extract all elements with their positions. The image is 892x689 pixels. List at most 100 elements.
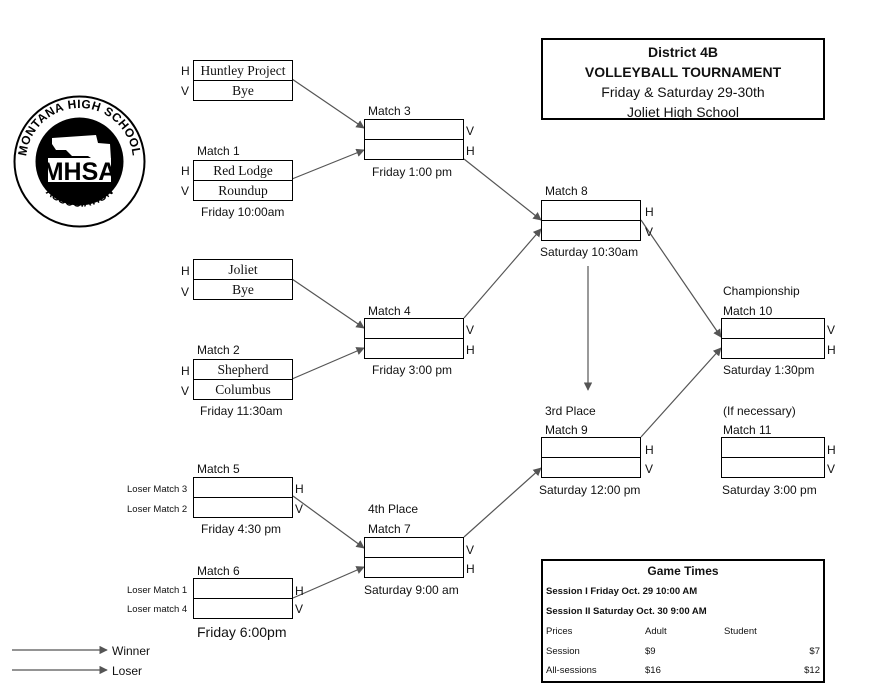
match11-label: Match 11 xyxy=(723,423,772,437)
match3-label: Match 3 xyxy=(368,104,411,118)
prices-header: Prices xyxy=(546,626,573,637)
tournament-venue: Joliet High School xyxy=(626,104,740,120)
match10-v-slot xyxy=(721,318,825,339)
match11-time: Saturday 3:00 pm xyxy=(722,483,817,497)
logo-center-text: MHSA xyxy=(43,158,117,186)
student-header: Student xyxy=(724,626,757,637)
team-slot-bye-1: Bye xyxy=(193,80,293,101)
match8-v-slot xyxy=(541,220,641,241)
match9-v-slot xyxy=(541,457,641,478)
match7-v-slot xyxy=(364,537,464,558)
v-indicator: V xyxy=(827,323,836,337)
price-row-student: $7 xyxy=(809,646,820,657)
match10-time: Saturday 1:30pm xyxy=(723,363,815,377)
match11-v-slot xyxy=(721,457,825,478)
team-slot-bye-2: Bye xyxy=(193,279,293,300)
match11-h-slot xyxy=(721,437,825,458)
h-indicator: H xyxy=(466,144,475,158)
connector-match1-to-match3 xyxy=(291,148,365,180)
v-indicator: V xyxy=(295,602,304,616)
connector-match6-to-match7 xyxy=(292,566,365,599)
h-indicator: H xyxy=(645,205,654,219)
price-row-adult: $9 xyxy=(645,646,656,657)
match8-h-slot xyxy=(541,200,641,221)
team-slot-shepherd: Shepherd xyxy=(193,359,293,380)
mhsa-logo: MONTANA HIGH SCHOOL ASSOCIATION MHSA xyxy=(13,95,146,228)
h-indicator: H xyxy=(181,364,190,378)
h-indicator: H xyxy=(645,443,654,457)
match5-top-source: Loser Match 3 xyxy=(127,484,188,495)
match4-v-slot xyxy=(364,318,464,339)
game-times-title: Game Times xyxy=(647,564,719,578)
h-indicator: H xyxy=(181,164,190,178)
match8-time: Saturday 10:30am xyxy=(540,245,639,259)
match8-label: Match 8 xyxy=(545,184,588,198)
v-indicator: V xyxy=(181,184,190,198)
match3-h-slot xyxy=(364,139,464,160)
v-indicator: V xyxy=(181,84,190,98)
match5-v-slot xyxy=(193,497,293,518)
h-indicator: H xyxy=(181,64,190,78)
legend-winner-label: Winner xyxy=(112,644,151,658)
connector-match8-to-match10 xyxy=(640,219,722,338)
price-row-name: Session xyxy=(546,646,580,657)
district-title: District 4B xyxy=(647,44,719,60)
v-indicator: V xyxy=(466,124,475,138)
match5-time: Friday 4:30 pm xyxy=(201,522,282,536)
connector-match2-to-match4 xyxy=(291,347,365,380)
match6-h-slot xyxy=(193,578,293,599)
match6-label: Match 6 xyxy=(197,564,240,578)
v-indicator: V xyxy=(645,462,654,476)
team-slot-red-lodge: Red Lodge xyxy=(193,160,293,181)
price-row-student: $12 xyxy=(804,665,820,676)
match7-heading: 4th Place xyxy=(368,502,419,516)
v-indicator: V xyxy=(295,502,304,516)
price-row-adult: $16 xyxy=(645,665,661,676)
match10-heading: Championship xyxy=(723,284,800,298)
match1-time: Friday 10:00am xyxy=(201,205,285,219)
match1-label: Match 1 xyxy=(197,144,240,158)
session1-line: Session I Friday Oct. 29 10:00 AM xyxy=(546,586,698,597)
match9-h-slot xyxy=(541,437,641,458)
match7-h-slot xyxy=(364,557,464,578)
match4-time: Friday 3:00 pm xyxy=(372,363,453,377)
tournament-title-box: District 4B VOLLEYBALL TOURNAMENT Friday… xyxy=(541,38,825,120)
h-indicator: H xyxy=(827,443,836,457)
price-row-name: All-sessions xyxy=(546,665,597,676)
match6-v-slot xyxy=(193,598,293,619)
h-indicator: H xyxy=(181,264,190,278)
connector-match9-to-match10 xyxy=(640,347,722,438)
v-indicator: V xyxy=(466,543,475,557)
match7-time: Saturday 9:00 am xyxy=(364,583,459,597)
connector-match3-to-match8 xyxy=(463,158,542,221)
connector-joliet-to-match4 xyxy=(291,278,365,329)
match3-v-slot xyxy=(364,119,464,140)
match4-h-slot xyxy=(364,338,464,359)
legend-loser-label: Loser xyxy=(112,664,143,678)
v-indicator: V xyxy=(645,225,654,239)
match3-time: Friday 1:00 pm xyxy=(372,165,453,179)
team-slot-roundup: Roundup xyxy=(193,180,293,201)
session2-line: Session II Saturday Oct. 30 9:00 AM xyxy=(546,606,707,617)
match7-label: Match 7 xyxy=(368,522,411,536)
match10-label: Match 10 xyxy=(723,304,773,318)
match6-bottom-source: Loser match 4 xyxy=(127,604,188,615)
game-times-box: Game Times Session I Friday Oct. 29 10:0… xyxy=(541,559,825,683)
connector-match4-to-match8 xyxy=(463,228,542,319)
match9-heading: 3rd Place xyxy=(545,404,596,418)
match2-label: Match 2 xyxy=(197,343,240,357)
v-indicator: V xyxy=(181,384,190,398)
adult-header: Adult xyxy=(645,626,667,637)
h-indicator: H xyxy=(295,482,304,496)
match9-time: Saturday 12:00 pm xyxy=(539,483,641,497)
team-slot-huntley-project: Huntley Project xyxy=(193,60,293,81)
h-indicator: H xyxy=(466,562,475,576)
match11-heading: (If necessary) xyxy=(723,404,796,418)
connector-match7-to-match9 xyxy=(463,467,542,538)
h-indicator: H xyxy=(295,584,304,598)
montana-state-icon xyxy=(52,135,111,160)
connector-match5-to-match7 xyxy=(292,495,365,549)
match2-time: Friday 11:30am xyxy=(200,404,283,418)
team-slot-columbus: Columbus xyxy=(193,379,293,400)
